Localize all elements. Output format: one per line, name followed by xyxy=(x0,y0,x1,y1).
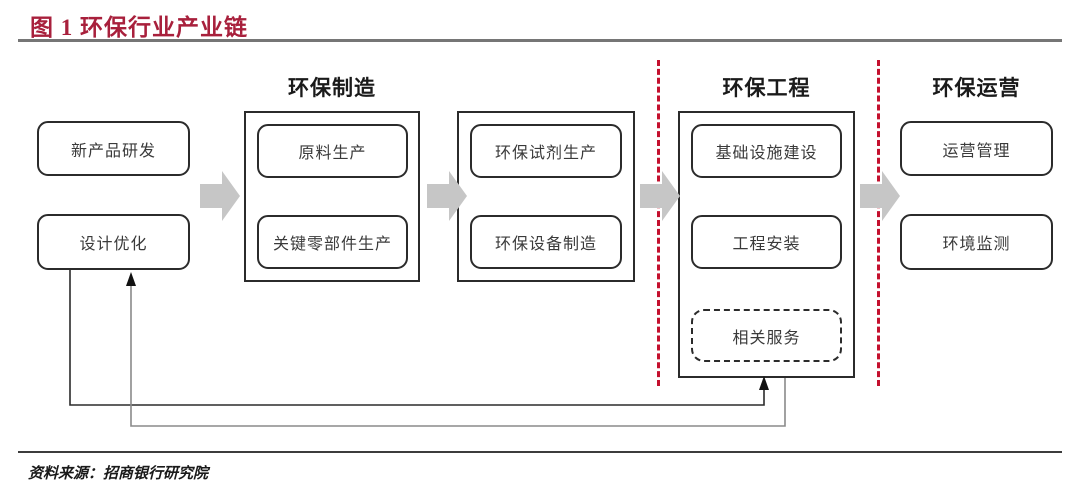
node-key-component-production[interactable]: 关键零部件生产 xyxy=(257,215,408,269)
node-raw-material-production[interactable]: 原料生产 xyxy=(257,124,408,178)
flow-arrow-engineering-to-operations xyxy=(860,171,900,221)
flow-arrow-upstream-to-downstream xyxy=(427,171,467,221)
node-engineering-installation[interactable]: 工程安装 xyxy=(691,215,842,269)
node-related-services[interactable]: 相关服务 xyxy=(691,309,842,362)
footer-divider-rule xyxy=(18,451,1062,453)
flow-arrow-manufacturing-to-engineering xyxy=(640,171,680,221)
node-operations-management[interactable]: 运营管理 xyxy=(900,121,1053,176)
stage-header-engineering: 环保工程 xyxy=(722,77,811,100)
divider-manufacturing-engineering xyxy=(657,60,660,386)
source-note: 资料来源：招商银行研究院 xyxy=(28,466,209,482)
node-eco-reagent-production[interactable]: 环保试剂生产 xyxy=(470,124,622,178)
page-title: 图 1 环保行业产业链 xyxy=(30,15,248,40)
header-divider-rule xyxy=(18,39,1062,42)
node-infrastructure-construction[interactable]: 基础设施建设 xyxy=(691,124,842,178)
node-eco-equipment-manufacturing[interactable]: 环保设备制造 xyxy=(470,215,622,269)
stage-header-manufacturing: 环保制造 xyxy=(288,77,376,100)
divider-engineering-operations xyxy=(877,60,880,386)
node-design-optimization[interactable]: 设计优化 xyxy=(37,214,190,270)
stage-header-operations: 环保运营 xyxy=(932,77,1021,100)
node-new-product-rd[interactable]: 新产品研发 xyxy=(37,121,190,176)
flow-arrow-rd-to-manufacturing xyxy=(200,171,240,221)
node-environmental-monitoring[interactable]: 环境监测 xyxy=(900,214,1053,270)
feedback-line-engineering-to-design xyxy=(69,270,769,406)
